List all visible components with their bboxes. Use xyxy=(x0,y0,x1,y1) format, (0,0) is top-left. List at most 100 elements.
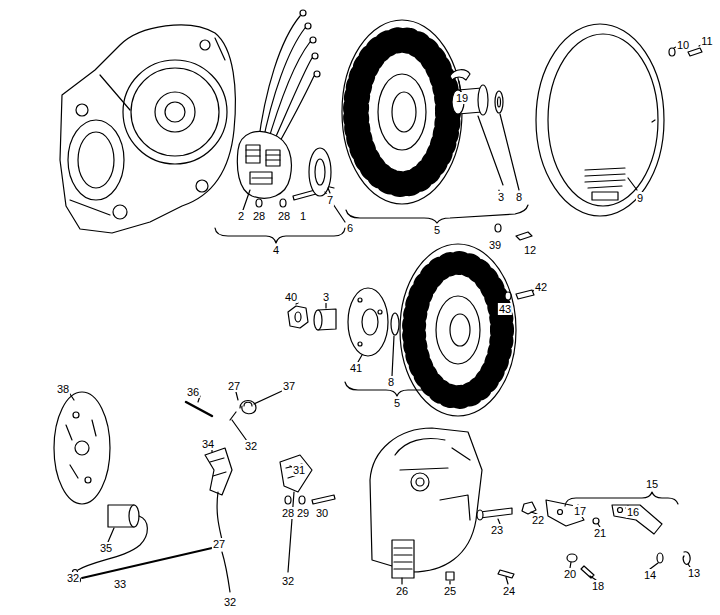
callout-number: 15 xyxy=(645,478,659,490)
callout-number: 19 xyxy=(455,92,469,104)
wire xyxy=(288,492,294,572)
callout-number: 32 xyxy=(66,572,80,584)
callout-number: 3 xyxy=(497,191,505,203)
condenser-lead xyxy=(78,516,147,570)
housing-recess xyxy=(123,60,227,164)
callout-number: 18 xyxy=(591,580,605,592)
callout-number: 12 xyxy=(523,244,537,256)
callout-number: 39 xyxy=(488,239,502,251)
flywheel-hub xyxy=(378,74,426,150)
washer xyxy=(299,496,305,504)
wire-terminal xyxy=(300,10,306,16)
callout-number: 7 xyxy=(326,194,334,206)
contact-breaker xyxy=(280,455,312,492)
cam-block-hatch xyxy=(394,548,412,569)
housing-cover-boss xyxy=(68,120,124,200)
flywheel xyxy=(342,20,462,204)
hub-plate xyxy=(348,288,388,356)
callout-number: 10 xyxy=(676,39,690,51)
cover-slot xyxy=(592,192,618,200)
callout-number: 3 xyxy=(322,291,330,303)
washer xyxy=(567,554,577,562)
housing-boss xyxy=(113,205,127,219)
pin-head xyxy=(477,510,483,520)
callout-number: 8 xyxy=(387,376,395,388)
stator-coil xyxy=(246,145,260,163)
washer xyxy=(391,313,399,335)
screw xyxy=(446,572,454,580)
washer xyxy=(280,199,286,207)
flywheel-hub xyxy=(450,314,470,346)
group-bracket xyxy=(345,382,474,396)
washer xyxy=(495,224,501,232)
callout-number: 20 xyxy=(563,568,577,580)
housing-cover-boss xyxy=(78,132,114,188)
bracket-hole xyxy=(558,510,563,515)
washer xyxy=(505,292,511,300)
screw xyxy=(312,495,335,504)
callout-number: 32 xyxy=(244,440,258,452)
callout-number: 8 xyxy=(515,191,523,203)
callout-number: 37 xyxy=(282,380,296,392)
contact-breaker-detail xyxy=(210,458,226,476)
callout-number: 32 xyxy=(223,596,237,608)
callout-number: 31 xyxy=(292,464,306,476)
hub-plate-center xyxy=(362,309,378,335)
callout-number: 16 xyxy=(626,506,640,518)
callout-number: 34 xyxy=(201,438,215,450)
callout-number: 27 xyxy=(227,380,241,392)
gasket xyxy=(315,159,325,185)
cam-block xyxy=(392,540,414,578)
small-part xyxy=(593,518,599,524)
backplate-boss xyxy=(411,473,429,491)
screw xyxy=(293,190,316,200)
callout-number: 28 xyxy=(252,210,266,222)
leader-line xyxy=(296,289,536,376)
leader-line xyxy=(70,391,294,542)
hub-flange xyxy=(478,85,488,115)
breaker-plate-detail xyxy=(66,420,96,478)
wire-terminal xyxy=(312,53,318,59)
washer xyxy=(498,97,501,107)
flywheel-hub xyxy=(436,296,480,364)
callout-number: 1 xyxy=(299,210,307,222)
cover-ribs xyxy=(585,168,625,188)
washer xyxy=(256,199,262,207)
callout-number: 36 xyxy=(186,386,200,398)
group-bracket xyxy=(565,492,678,506)
housing-boss xyxy=(200,40,210,50)
callout-number: 29 xyxy=(296,507,310,519)
callout-number: 38 xyxy=(56,383,70,395)
callout-number: 21 xyxy=(593,527,607,539)
woodruff-key xyxy=(450,70,470,80)
callout-number: 43 xyxy=(498,303,512,315)
callout-number: 17 xyxy=(573,505,587,517)
flywheel-fins xyxy=(414,263,502,397)
stator-coil xyxy=(266,150,280,166)
callout-number: 22 xyxy=(531,514,545,526)
lever xyxy=(612,505,662,534)
callout-number: 41 xyxy=(349,362,363,374)
leader-line xyxy=(243,45,701,222)
lever-hole xyxy=(618,508,623,513)
callout-number: 27 xyxy=(212,538,226,550)
breaker-plate xyxy=(54,392,110,504)
nut-bore xyxy=(295,312,301,322)
housing-recess xyxy=(131,68,219,156)
backplate xyxy=(370,428,482,572)
breaker-plate-hole xyxy=(75,441,89,455)
housing-hub xyxy=(165,102,185,122)
backplate-detail xyxy=(395,439,470,520)
wire-terminal xyxy=(305,23,311,29)
wire-terminal xyxy=(314,71,320,77)
flywheel-hub xyxy=(392,92,416,132)
callout-number: 35 xyxy=(99,542,113,554)
callout-number: 26 xyxy=(395,585,409,597)
callout-number: 11 xyxy=(700,35,713,47)
nut xyxy=(288,306,308,328)
screw xyxy=(516,232,532,240)
callout-number: 2 xyxy=(237,210,245,222)
